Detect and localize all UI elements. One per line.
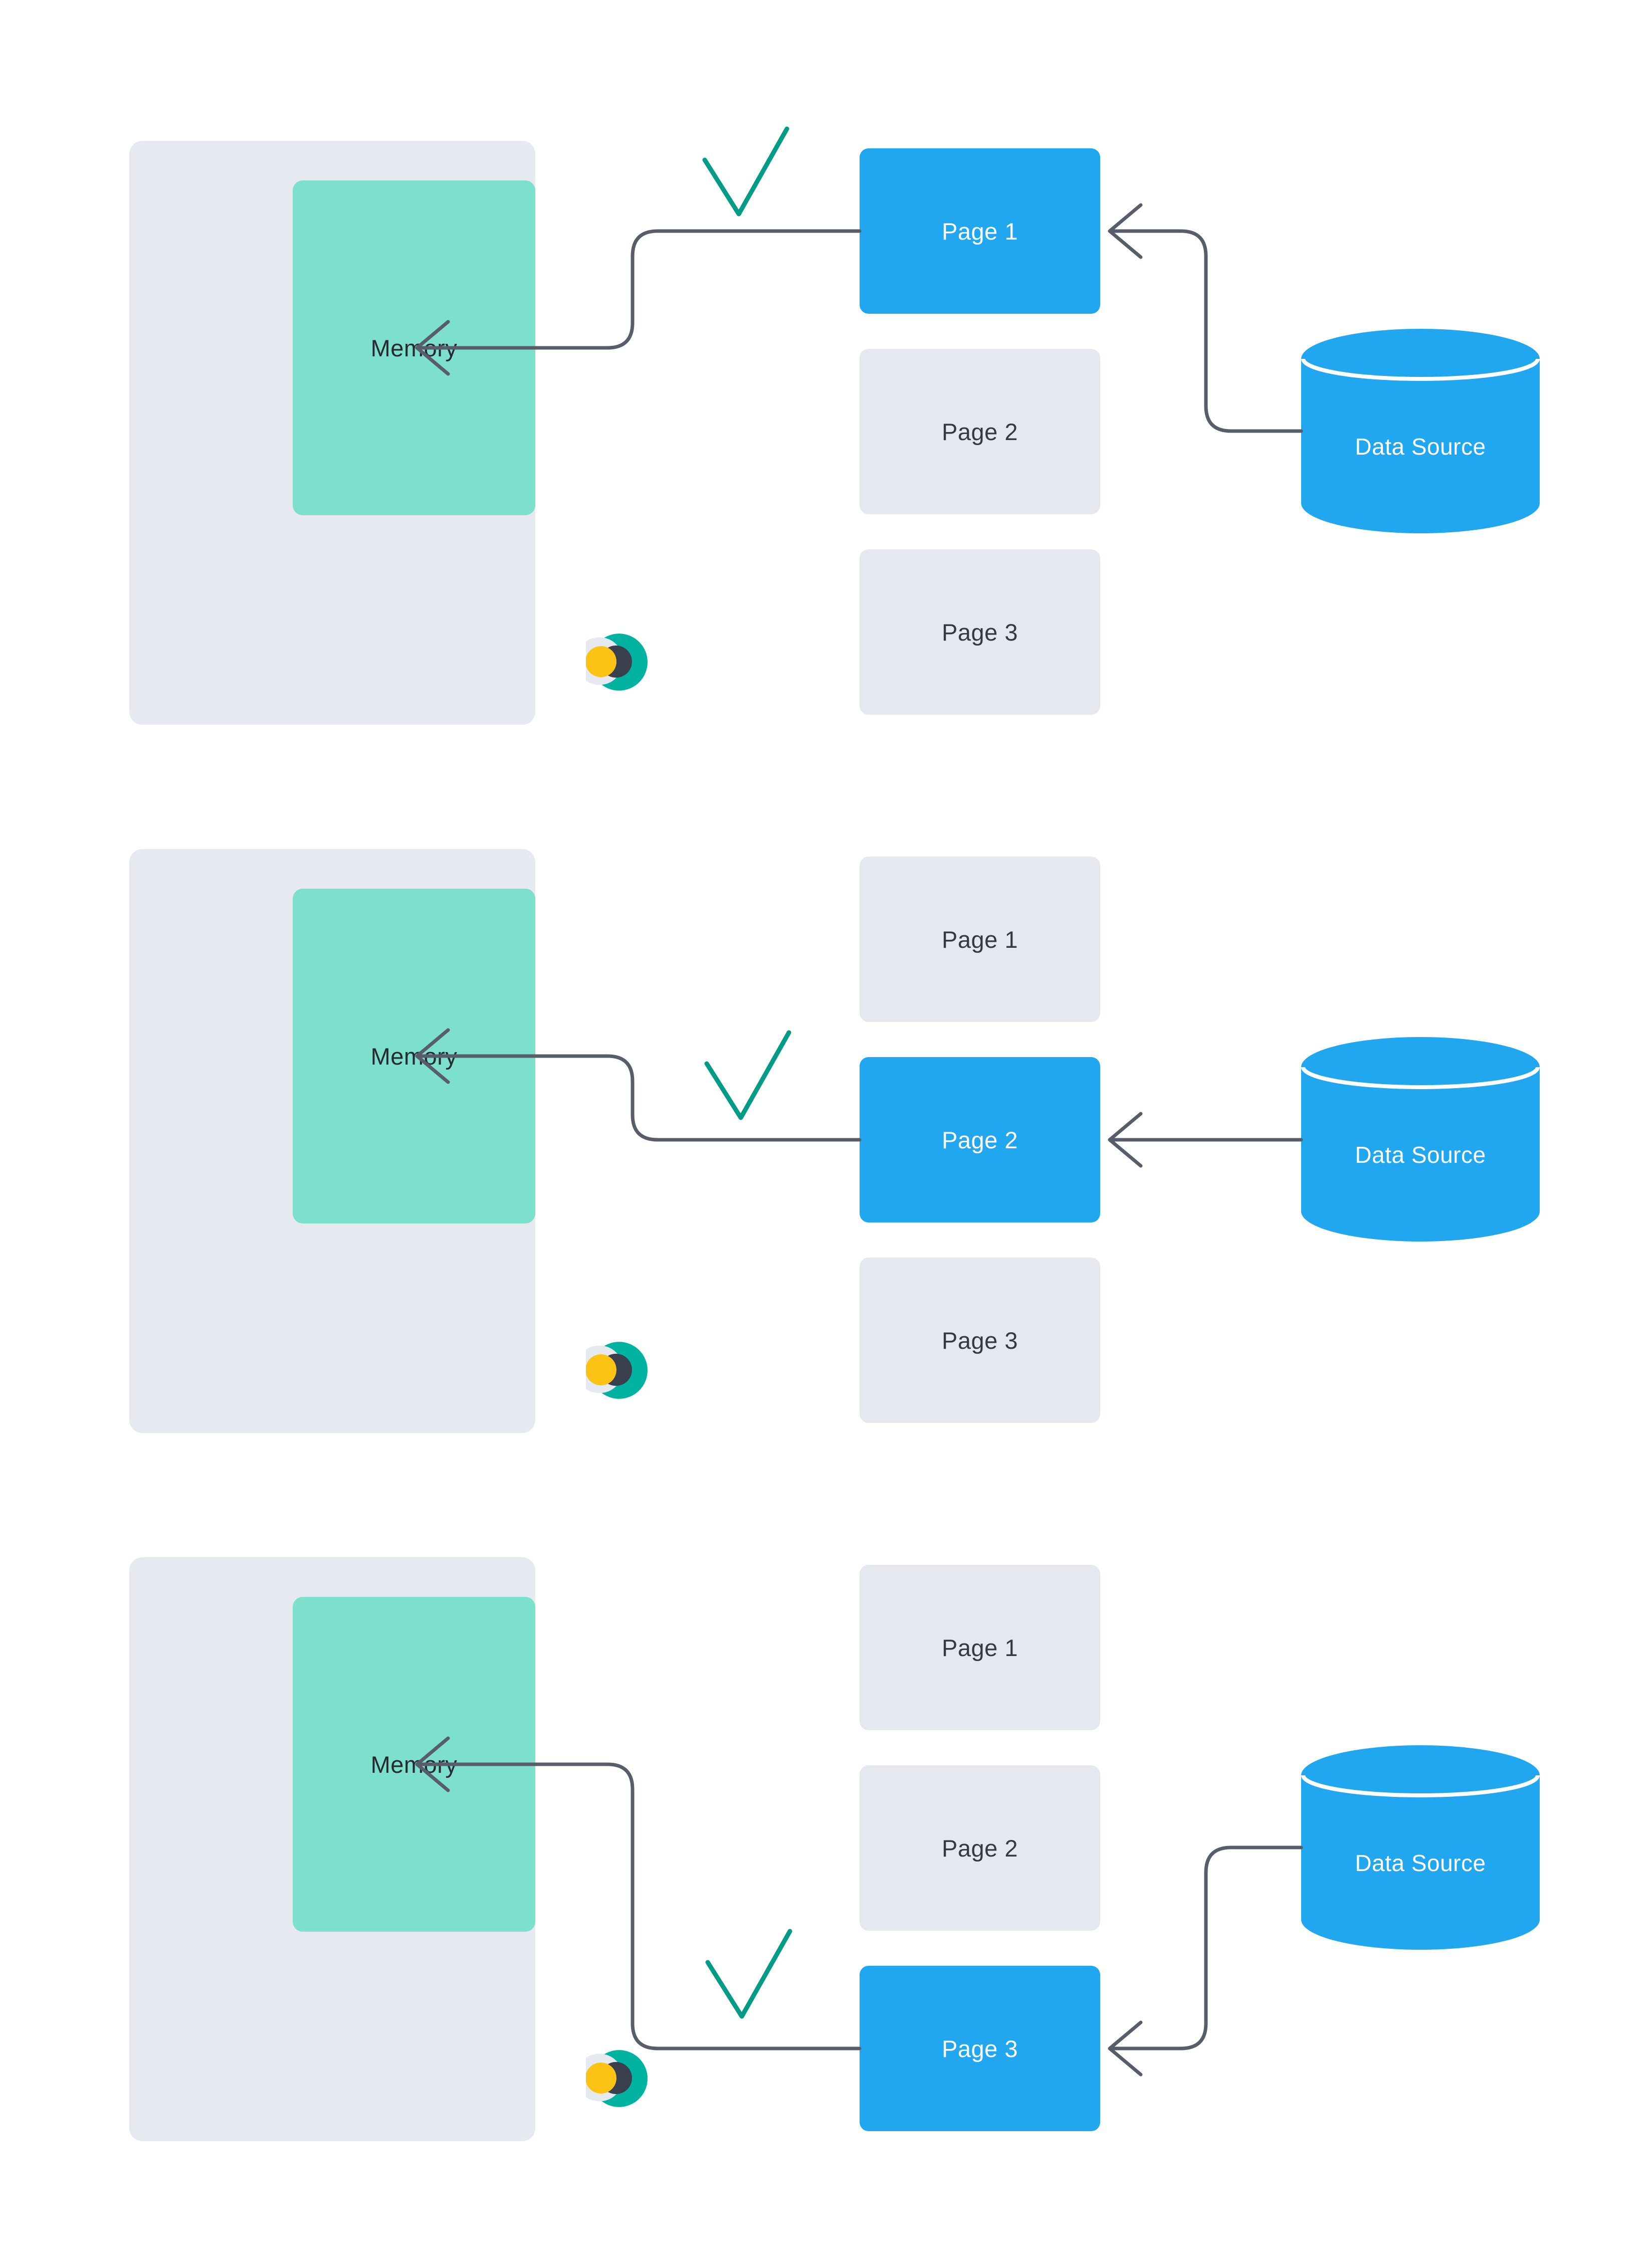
memory-box: Memory: [293, 180, 535, 515]
memory-box: Memory: [293, 1597, 535, 1932]
data-source-cylinder: Data Source: [1301, 1744, 1540, 1951]
page-label: Page 1: [942, 1634, 1018, 1661]
paging-step-row-1: Memory Page 1 Page 2 Page 3 Data Source: [0, 141, 1652, 725]
page-label: Page 2: [942, 1126, 1018, 1153]
data-source-cylinder: Data Source: [1301, 1036, 1540, 1243]
page-box-2: Page 2: [860, 349, 1100, 514]
data-source-label: Data Source: [1355, 434, 1486, 460]
page-box-3: Page 3: [860, 1258, 1100, 1423]
paging-step-row-3: Memory Page 1 Page 2 Page 3 Data Source: [0, 1557, 1652, 2141]
database-cylinder-icon: [1301, 1745, 1540, 1950]
page-box-1: Page 1: [860, 1565, 1100, 1730]
memory-label: Memory: [370, 334, 458, 361]
page-label: Page 1: [942, 218, 1018, 245]
page-box-2: Page 2: [860, 1765, 1100, 1931]
page-box-3: Page 3: [860, 549, 1100, 715]
page-label: Page 2: [942, 1834, 1018, 1862]
page-box-1: Page 1: [860, 148, 1100, 314]
database-cylinder-icon: [1301, 329, 1540, 533]
memory-label: Memory: [370, 1043, 458, 1070]
page-label: Page 3: [942, 2035, 1018, 2062]
data-source-label: Data Source: [1355, 1142, 1486, 1168]
brand-eclipse-logo-icon: [586, 634, 648, 691]
memory-label: Memory: [370, 1751, 458, 1778]
data-source-label: Data Source: [1355, 1850, 1486, 1876]
page-label: Page 3: [942, 1327, 1018, 1354]
database-cylinder-icon: [1301, 1037, 1540, 1242]
memory-panel: Memory: [129, 849, 648, 1433]
brand-eclipse-logo-icon: [586, 2050, 648, 2107]
brand-eclipse-logo-icon: [586, 1342, 648, 1399]
paging-step-row-2: Memory Page 1 Page 2 Page 3 Data Source: [0, 849, 1652, 1433]
memory-panel: Memory: [129, 141, 648, 725]
page-box-3: Page 3: [860, 1966, 1100, 2131]
page-box-2: Page 2: [860, 1057, 1100, 1222]
page-box-1: Page 1: [860, 857, 1100, 1022]
data-source-cylinder: Data Source: [1301, 328, 1540, 534]
page-label: Page 1: [942, 926, 1018, 953]
page-label: Page 2: [942, 418, 1018, 445]
page-label: Page 3: [942, 619, 1018, 646]
memory-panel: Memory: [129, 1557, 648, 2141]
memory-box: Memory: [293, 889, 535, 1223]
